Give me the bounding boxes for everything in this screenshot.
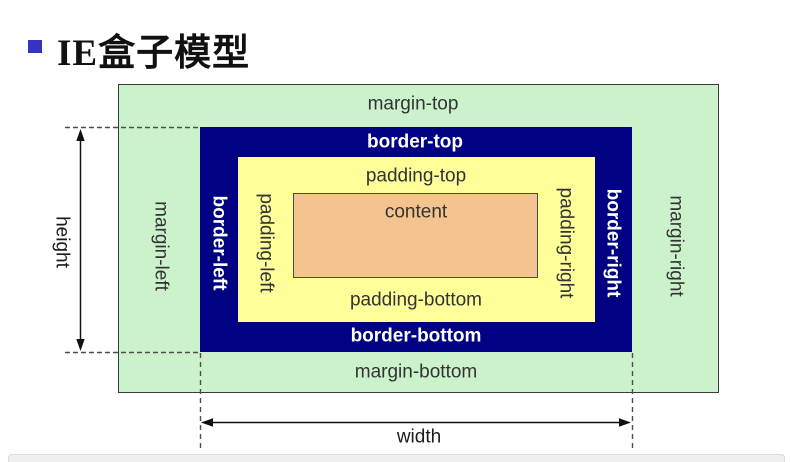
padding-left-label: padding-left xyxy=(255,193,277,293)
height-dimension-arrow xyxy=(76,129,85,351)
margin-bottom-label: margin-bottom xyxy=(354,361,478,383)
width-label: width xyxy=(396,426,442,448)
padding-right-label: padding-right xyxy=(555,187,577,299)
margin-left-label: margin-left xyxy=(150,201,172,291)
bottom-edge-strip xyxy=(8,454,785,462)
border-right-label: border-right xyxy=(602,188,624,298)
page-title: IE盒子模型 xyxy=(57,33,251,74)
title-bullet-icon xyxy=(28,40,42,53)
border-bottom-label: border-bottom xyxy=(350,325,482,347)
content-label: content xyxy=(384,201,448,223)
padding-top-label: padding-top xyxy=(365,165,467,187)
content-box xyxy=(293,193,538,278)
height-label: height xyxy=(51,216,73,268)
margin-right-label: margin-right xyxy=(665,195,687,297)
width-dimension-arrow xyxy=(201,418,631,427)
border-top-label: border-top xyxy=(366,131,464,153)
padding-bottom-label: padding-bottom xyxy=(349,289,483,311)
margin-top-label: margin-top xyxy=(367,93,459,115)
border-left-label: border-left xyxy=(208,195,230,291)
